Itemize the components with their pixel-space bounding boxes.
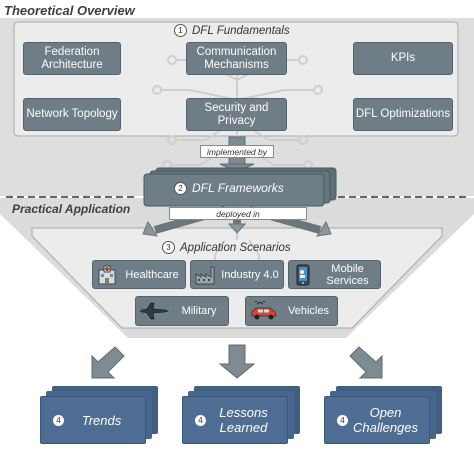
step-number-badge: 4 — [337, 414, 348, 426]
open-challenges-label: Open Challenges — [352, 405, 419, 435]
military-box: Military — [135, 296, 229, 326]
frameworks-label-text: DFL Frameworks — [192, 181, 284, 195]
kpis-box: KPIs — [353, 42, 453, 75]
theoretical-overview-title: Theoretical Overview — [4, 3, 135, 18]
step-number-badge: 4 — [195, 414, 206, 426]
industry-label: Industry 4.0 — [221, 268, 279, 281]
open-challenges-box: 4 Open Challenges — [324, 396, 430, 444]
vehicles-box: Vehicles — [245, 296, 338, 326]
dfl-optimizations-box: DFL Optimizations — [353, 98, 453, 131]
industry-box: Industry 4.0 — [190, 260, 284, 289]
smartphone-icon — [292, 264, 314, 286]
healthcare-label: Healthcare — [125, 268, 179, 281]
security-and-privacy-box: Security and Privacy — [186, 98, 287, 131]
communication-mechanisms-box: Communication Mechanisms — [186, 42, 287, 75]
frameworks-stack — [143, 167, 337, 207]
mobile-services-label: Mobile Services — [326, 262, 369, 287]
vehicles-label: Vehicles — [288, 305, 329, 317]
deployed-in-label: deployed in — [169, 207, 307, 220]
implemented-by-label: implemented by — [200, 145, 274, 158]
lessons-learned-box: 4 Lessons Learned — [182, 396, 288, 444]
step-number-badge: 4 — [53, 414, 64, 426]
fundamentals-header-label: DFL Fundamentals — [192, 24, 290, 37]
healthcare-box: Healthcare — [92, 260, 186, 289]
hospital-icon — [96, 264, 118, 286]
military-label: Military — [181, 305, 217, 317]
trends-label: Trends — [81, 412, 122, 428]
mobile-services-box: Mobile Services — [288, 260, 381, 289]
step-number-badge: 1 — [174, 24, 187, 37]
frameworks-label: 2 DFL Frameworks — [174, 181, 284, 195]
step-number-badge: 3 — [162, 241, 175, 254]
step-number-badge: 2 — [174, 181, 187, 195]
scenarios-header-label: Application Scenarios — [180, 241, 291, 254]
outcome-arrows — [91, 344, 383, 379]
factory-icon — [194, 264, 216, 286]
network-topology-box: Network Topology — [23, 98, 121, 131]
federation-architecture-box: Federation Architecture — [23, 42, 121, 75]
trends-box: 4 Trends — [40, 396, 146, 444]
lessons-learned-label: Lessons Learned — [219, 405, 268, 435]
practical-application-title: Practical Application — [12, 202, 131, 216]
fighter-jet-icon — [139, 300, 169, 322]
fundamentals-header: 1 DFL Fundamentals — [174, 24, 290, 37]
car-icon — [249, 300, 279, 322]
scenarios-header: 3 Application Scenarios — [162, 241, 291, 254]
